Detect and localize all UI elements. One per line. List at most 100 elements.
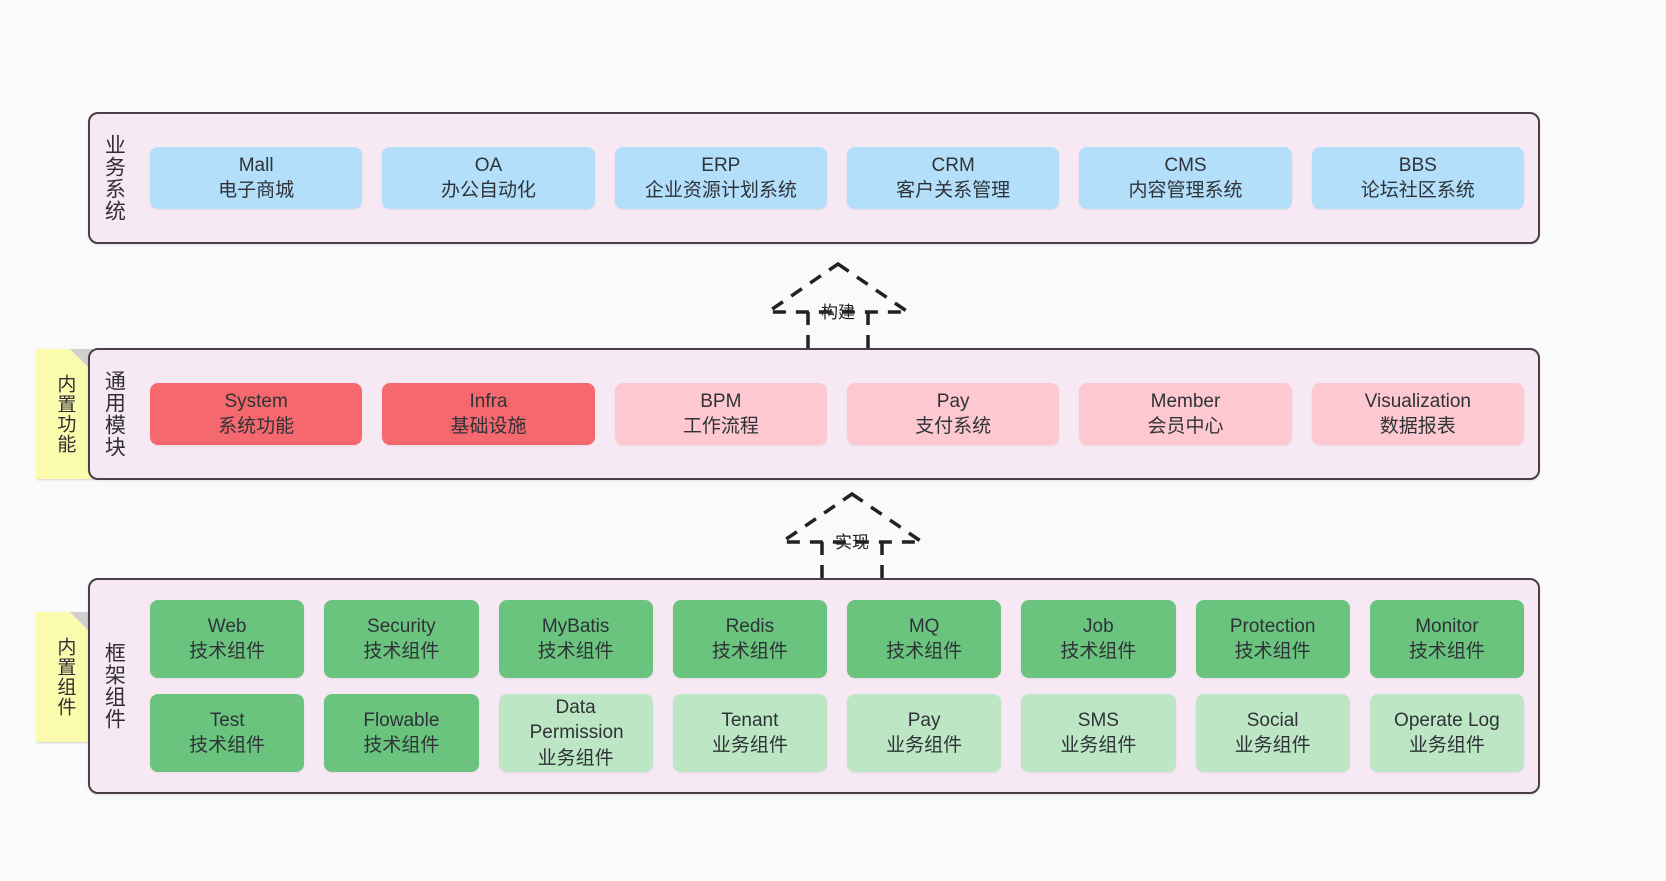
module-name: Pay [907, 709, 941, 731]
module-name: Infra [469, 390, 508, 412]
module-name: CRM [931, 154, 975, 176]
connector-build-label: 构建 [821, 303, 855, 322]
module-name: SMS [1077, 709, 1119, 731]
module-card-monitor[interactable]: Monitor 技术组件 [1369, 600, 1524, 678]
module-name: MyBatis [541, 615, 610, 637]
layer-body-business: Mall 电子商城 OA 办公自动化 ERP 企业资源计划系统 CRM 客户关系… [136, 114, 1538, 242]
module-card-tenant[interactable]: Tenant 业务组件 [672, 694, 827, 772]
module-desc: 技术组件 [886, 641, 963, 662]
module-card-erp[interactable]: ERP 企业资源计划系统 [614, 146, 827, 210]
module-card-social[interactable]: Social 业务组件 [1195, 694, 1350, 772]
module-desc: 数据报表 [1379, 416, 1456, 437]
module-card-security[interactable]: Security 技术组件 [324, 600, 479, 678]
module-name: BBS [1398, 154, 1437, 176]
module-name: Tenant [721, 709, 779, 731]
module-card-member[interactable]: Member 会员中心 [1079, 382, 1292, 446]
module-card-infra[interactable]: Infra 基础设施 [382, 382, 595, 446]
module-desc: 客户关系管理 [896, 180, 1011, 201]
module-name: MQ [908, 615, 940, 637]
module-name: Monitor [1415, 615, 1479, 637]
layer-framework-component: 框架组件 Web 技术组件 Security 技术组件 MyBatis 技术组件… [88, 578, 1540, 794]
note-label: 内置功能 [54, 374, 76, 454]
module-card-mq[interactable]: MQ 技术组件 [847, 600, 1002, 678]
module-card-operate-log[interactable]: Operate Log 业务组件 [1369, 694, 1524, 772]
module-desc: 业务组件 [1060, 735, 1137, 756]
module-desc: 技术组件 [537, 641, 614, 662]
module-name: CMS [1164, 154, 1207, 176]
module-desc: 业务组件 [886, 735, 963, 756]
module-card-visualization[interactable]: Visualization 数据报表 [1311, 382, 1524, 446]
module-desc: 技术组件 [189, 735, 266, 756]
module-name: Flowable [363, 709, 440, 731]
module-desc: 电子商城 [218, 180, 295, 201]
module-desc: 业务组件 [1408, 735, 1485, 756]
module-card-web[interactable]: Web 技术组件 [150, 600, 305, 678]
module-card-system[interactable]: System 系统功能 [150, 382, 363, 446]
module-name: Web [207, 615, 247, 637]
module-name: Social [1246, 709, 1299, 731]
module-desc: 支付系统 [915, 416, 992, 437]
module-name: Security [367, 615, 436, 637]
layer-business-system: 业务系统 Mall 电子商城 OA 办公自动化 ERP 企业资源计划系统 CRM… [88, 112, 1540, 244]
module-card-pay[interactable]: Pay 支付系统 [846, 382, 1060, 446]
module-desc: 技术组件 [363, 641, 440, 662]
module-name: Data Permission [529, 697, 624, 744]
module-desc: 技术组件 [711, 641, 788, 662]
module-name: Redis [725, 615, 775, 637]
module-desc: 论坛社区系统 [1360, 180, 1475, 201]
layer-title-business: 业务系统 [102, 134, 126, 222]
note-fold-corner-icon [70, 349, 92, 371]
module-card-pay-business[interactable]: Pay 业务组件 [847, 694, 1002, 772]
module-desc: 技术组件 [1060, 641, 1137, 662]
module-card-sms[interactable]: SMS 业务组件 [1021, 694, 1176, 772]
module-card-crm[interactable]: CRM 客户关系管理 [846, 146, 1060, 210]
note-builtin-features: 内置功能 [36, 349, 92, 479]
module-card-redis[interactable]: Redis 技术组件 [672, 600, 827, 678]
module-name: OA [474, 154, 503, 176]
module-name: Pay [936, 390, 970, 412]
module-desc: 基础设施 [450, 416, 527, 437]
module-card-flowable[interactable]: Flowable 技术组件 [324, 694, 479, 772]
layer-title-common: 通用模块 [102, 370, 126, 458]
note-label: 内置组件 [54, 637, 76, 717]
layer-body-common: System 系统功能 Infra 基础设施 BPM 工作流程 Pay 支付系统… [136, 350, 1538, 478]
module-card-bbs[interactable]: BBS 论坛社区系统 [1311, 146, 1524, 210]
connector-build: 构建 [758, 258, 918, 354]
module-desc: 技术组件 [189, 641, 266, 662]
module-name: Member [1150, 390, 1221, 412]
module-desc: 企业资源计划系统 [644, 180, 797, 201]
module-card-job[interactable]: Job 技术组件 [1021, 600, 1176, 678]
module-desc: 会员中心 [1147, 416, 1224, 437]
module-name: Protection [1229, 615, 1316, 637]
generalization-arrow-icon [776, 491, 928, 584]
layer-business-row: Mall 电子商城 OA 办公自动化 ERP 企业资源计划系统 CRM 客户关系… [150, 146, 1524, 210]
module-desc: 技术组件 [1408, 641, 1485, 662]
note-builtin-components: 内置组件 [36, 612, 92, 742]
note-fold-corner-icon [70, 612, 92, 634]
layer-common-module: 通用模块 System 系统功能 Infra 基础设施 BPM 工作流程 Pay… [88, 348, 1540, 480]
module-card-cms[interactable]: CMS 内容管理系统 [1079, 146, 1292, 210]
connector-implement: 实现 [772, 488, 932, 584]
module-name: BPM [700, 390, 742, 412]
module-desc: 技术组件 [1234, 641, 1311, 662]
connector-implement-label: 实现 [835, 533, 869, 552]
module-card-mybatis[interactable]: MyBatis 技术组件 [498, 600, 653, 678]
module-desc: 系统功能 [218, 416, 295, 437]
module-card-test[interactable]: Test 技术组件 [150, 694, 305, 772]
module-card-oa[interactable]: OA 办公自动化 [382, 146, 595, 210]
module-card-mall[interactable]: Mall 电子商城 [150, 146, 363, 210]
layer-framework-row-tech: Web 技术组件 Security 技术组件 MyBatis 技术组件 Redi… [150, 600, 1524, 678]
module-desc: 工作流程 [682, 416, 759, 437]
module-name: Job [1083, 615, 1114, 637]
module-card-protection[interactable]: Protection 技术组件 [1195, 600, 1350, 678]
layer-framework-row-business: Test 技术组件 Flowable 技术组件 Data Permission … [150, 694, 1524, 772]
module-desc: 技术组件 [363, 735, 440, 756]
module-desc: 内容管理系统 [1128, 180, 1243, 201]
module-card-bpm[interactable]: BPM 工作流程 [614, 382, 827, 446]
module-card-data-permission[interactable]: Data Permission 业务组件 [498, 694, 653, 772]
generalization-arrow-icon [762, 261, 914, 354]
module-name: Operate Log [1394, 709, 1500, 731]
module-desc: 业务组件 [537, 747, 614, 769]
module-desc: 业务组件 [1234, 735, 1311, 756]
